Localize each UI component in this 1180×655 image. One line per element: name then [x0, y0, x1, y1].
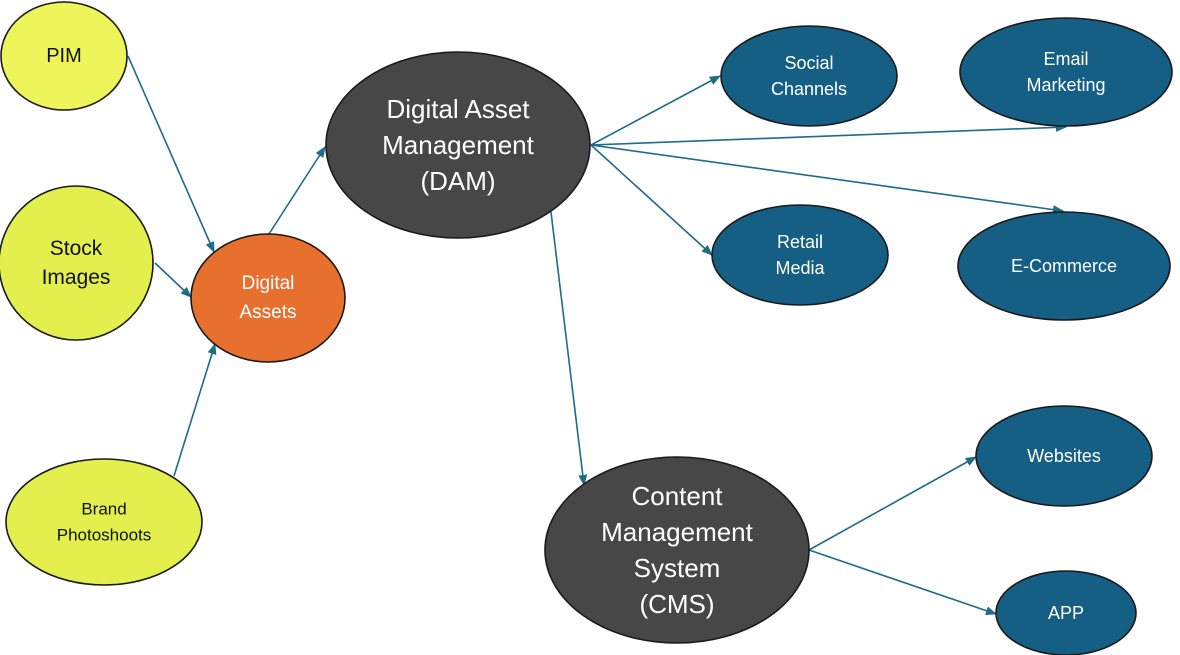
node-cms-label: Management [601, 517, 754, 547]
node-websites-shape [975, 405, 1153, 507]
arrow-assets-dam [268, 146, 326, 235]
node-retail-media-label: Media [775, 258, 825, 278]
node-e-commerce-label: E-Commerce [1011, 256, 1117, 276]
node-stock-images-label: Images [42, 266, 111, 289]
node-e-commerce: E-Commerce [957, 211, 1171, 321]
node-app-shape [995, 570, 1137, 655]
node-cms-shape [544, 456, 810, 644]
node-dam-label: (DAM) [420, 166, 495, 196]
node-dam-label: Management [382, 130, 535, 160]
node-stock-images-label: Stock [50, 237, 103, 260]
node-cms-label: System [634, 553, 721, 583]
arrow-pim-assets [127, 55, 215, 254]
node-email-marketing-shape [959, 17, 1173, 127]
node-digital-assets-label: Digital [242, 273, 295, 294]
node-digital-assets-label: Assets [239, 302, 296, 323]
node-app: APP [995, 570, 1137, 655]
node-app-label: APP [1048, 603, 1084, 623]
node-retail-media-label: Retail [777, 232, 823, 252]
node-social-channels-label: Social [784, 53, 833, 73]
arrow-brand-assets [173, 342, 217, 477]
node-email-marketing-label: Marketing [1026, 75, 1105, 95]
arrow-dam-retail [590, 144, 713, 256]
edges-layer [127, 55, 1068, 615]
node-pim: PIM [0, 1, 128, 111]
arrow-dam-email [590, 122, 1068, 146]
node-social-channels-label: Channels [771, 79, 847, 99]
node-dam-label: Digital Asset [386, 94, 530, 124]
node-cms-label: Content [631, 481, 723, 511]
arrow-dam-cms [550, 211, 588, 487]
node-stock-images-shape [0, 185, 154, 341]
node-retail-media-shape [711, 204, 889, 306]
node-websites-label: Websites [1027, 446, 1101, 466]
node-websites: Websites [975, 405, 1153, 507]
node-pim-shape [0, 1, 128, 111]
arrow-dam-ecom [590, 144, 1065, 215]
arrow-stock-assets [154, 262, 192, 298]
node-email-marketing-label: Email [1043, 49, 1088, 69]
node-brand-photoshoots-shape [5, 458, 203, 586]
node-brand-photoshoots-label: Photoshoots [57, 526, 152, 545]
arrow-cms-app [808, 549, 998, 615]
node-digital-assets-shape [190, 233, 346, 363]
node-dam-shape [325, 51, 591, 239]
node-pim-label: PIM [46, 45, 82, 67]
node-social-channels-shape [720, 25, 898, 127]
arrow-cms-web [808, 456, 977, 551]
node-cms-label: (CMS) [639, 589, 714, 619]
node-e-commerce-shape [957, 211, 1171, 321]
arrow-dam-social [590, 75, 721, 146]
node-brand-photoshoots-label: Brand [81, 500, 126, 519]
